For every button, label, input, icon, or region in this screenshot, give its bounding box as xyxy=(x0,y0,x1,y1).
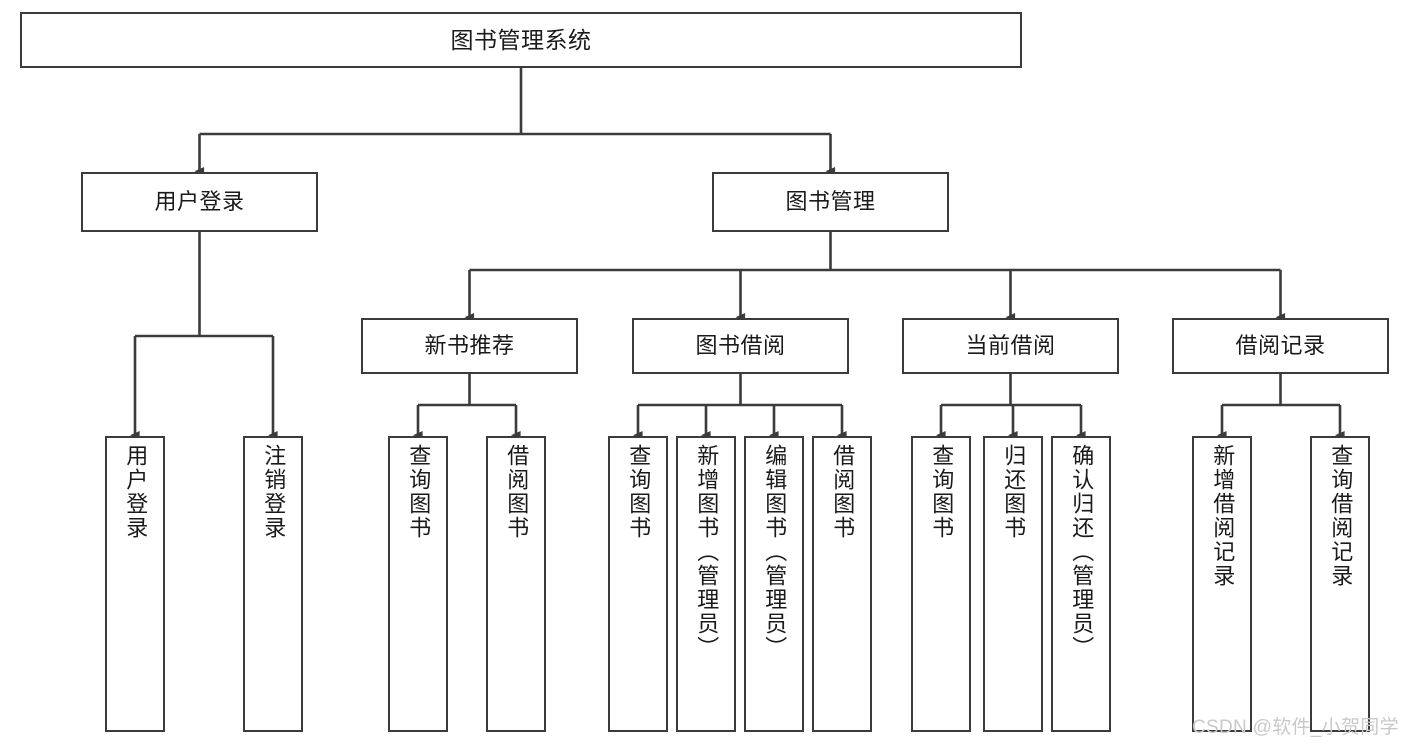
node-leaf_12[interactable]: 查询借阅记录 xyxy=(1310,436,1370,732)
node-l3_3[interactable]: 借阅记录 xyxy=(1172,318,1389,374)
node-leaf_10[interactable]: 确认归还（管理员） xyxy=(1051,436,1111,732)
node-label: 查询图书 xyxy=(626,444,652,540)
node-label: 借阅图书 xyxy=(504,444,530,540)
node-leaf_8[interactable]: 查询图书 xyxy=(911,436,971,732)
node-leaf_1[interactable]: 注销登录 xyxy=(243,436,303,732)
node-label: 查询图书 xyxy=(406,444,432,540)
node-label: 用户登录 xyxy=(123,444,149,540)
node-label: 查询借阅记录 xyxy=(1328,444,1354,588)
node-label: 新书推荐 xyxy=(424,333,515,359)
node-leaf_3[interactable]: 借阅图书 xyxy=(486,436,546,732)
node-leaf_2[interactable]: 查询图书 xyxy=(388,436,448,732)
node-l2_0[interactable]: 用户登录 xyxy=(81,172,318,232)
node-l2_1[interactable]: 图书管理 xyxy=(712,172,949,232)
tree-connectors xyxy=(130,68,1345,440)
node-label: 确认归还（管理员） xyxy=(1069,444,1095,660)
node-label: 当前借阅 xyxy=(965,333,1056,359)
node-label: 借阅记录 xyxy=(1235,333,1326,359)
node-l3_0[interactable]: 新书推荐 xyxy=(361,318,578,374)
node-leaf_4[interactable]: 查询图书 xyxy=(608,436,668,732)
node-label: 图书管理系统 xyxy=(450,26,592,53)
node-leaf_7[interactable]: 借阅图书 xyxy=(812,436,872,732)
node-label: 借阅图书 xyxy=(830,444,856,540)
node-leaf_9[interactable]: 归还图书 xyxy=(983,436,1043,732)
node-l3_2[interactable]: 当前借阅 xyxy=(902,318,1119,374)
node-leaf_11[interactable]: 新增借阅记录 xyxy=(1192,436,1252,732)
node-label: 新增图书（管理员） xyxy=(694,444,720,660)
node-leaf_6[interactable]: 编辑图书（管理员） xyxy=(744,436,804,732)
node-leaf_0[interactable]: 用户登录 xyxy=(105,436,165,732)
node-label: 用户登录 xyxy=(154,189,245,215)
node-root[interactable]: 图书管理系统 xyxy=(20,12,1022,68)
node-label: 归还图书 xyxy=(1001,444,1027,540)
node-label: 查询图书 xyxy=(929,444,955,540)
node-label: 编辑图书（管理员） xyxy=(762,444,788,660)
node-label: 图书借阅 xyxy=(695,333,786,359)
node-label: 注销登录 xyxy=(261,444,287,540)
node-leaf_5[interactable]: 新增图书（管理员） xyxy=(676,436,736,732)
node-label: 图书管理 xyxy=(785,189,876,215)
node-l3_1[interactable]: 图书借阅 xyxy=(632,318,849,374)
node-label: 新增借阅记录 xyxy=(1210,444,1236,588)
